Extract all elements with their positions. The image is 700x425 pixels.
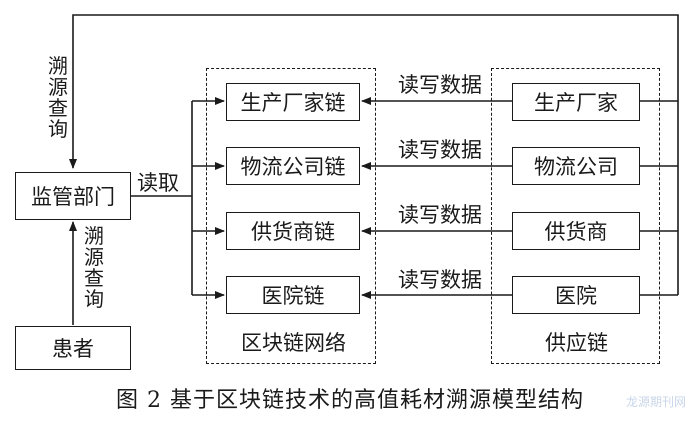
read-write-label-1: 读写数据 [398,73,482,97]
trace-query-top-edge [69,14,679,169]
read-write-label-4: 读写数据 [398,268,482,292]
figure-caption: 图 2 基于区块链技术的高值耗材溯源模型结构 [116,388,584,413]
read-write-label-2: 读写数据 [398,138,482,162]
blockchain-network-label: 区块链网络 [241,331,346,355]
manufacturer-node: 生产厂家 [512,83,640,121]
logistics-node: 物流公司 [512,147,640,185]
trace-query-bottom-label: 溯源查询 [84,224,104,311]
read-label: 读取 [137,171,179,195]
patient-node: 患者 [15,326,131,370]
chain-supplier-node: 供货商链 [226,212,360,250]
chain-manufacturer-node: 生产厂家链 [226,83,360,121]
supplier-node: 供货商 [512,212,640,250]
hospital-node: 医院 [512,276,640,314]
regulator-node: 监管部门 [15,172,131,220]
supply-chain-group [491,68,660,364]
chain-logistics-node: 物流公司链 [226,147,360,185]
trace-query-top-label: 溯源查询 [48,54,68,141]
supply-chain-label: 供应链 [545,331,608,355]
watermark: 龙源期刊网 [625,395,686,409]
blockchain-network-group [206,68,376,364]
read-write-label-3: 读写数据 [398,203,482,227]
chain-hospital-node: 医院链 [226,276,360,314]
